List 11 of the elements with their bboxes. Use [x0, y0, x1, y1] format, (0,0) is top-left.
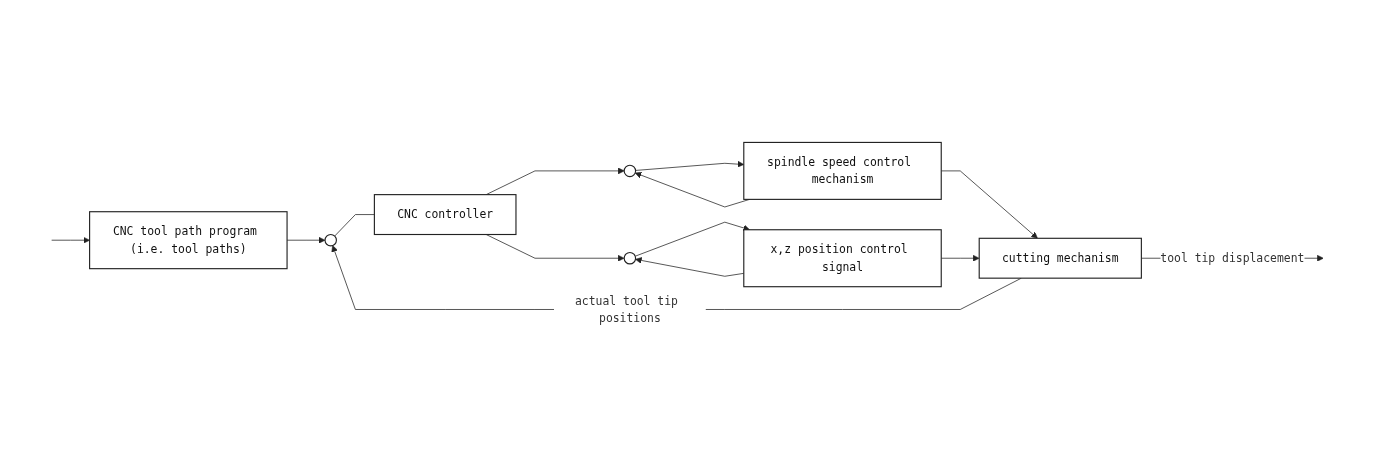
- node-box: cutting mechanism: [978, 237, 1142, 279]
- node-box: CNC controller: [373, 194, 517, 236]
- connector: [334, 214, 375, 237]
- edge-label: tool tip displacement: [1160, 251, 1305, 265]
- node-circle: [324, 233, 337, 247]
- node-box: spindle speed control mechanism: [743, 141, 942, 200]
- edge-label: actual tool tip positions: [575, 293, 678, 325]
- node-circle: [623, 164, 637, 178]
- node-circle: [623, 251, 637, 265]
- node-box: x,z position control signal: [743, 229, 942, 288]
- node-box: CNC tool path program (i.e. tool paths): [89, 211, 288, 270]
